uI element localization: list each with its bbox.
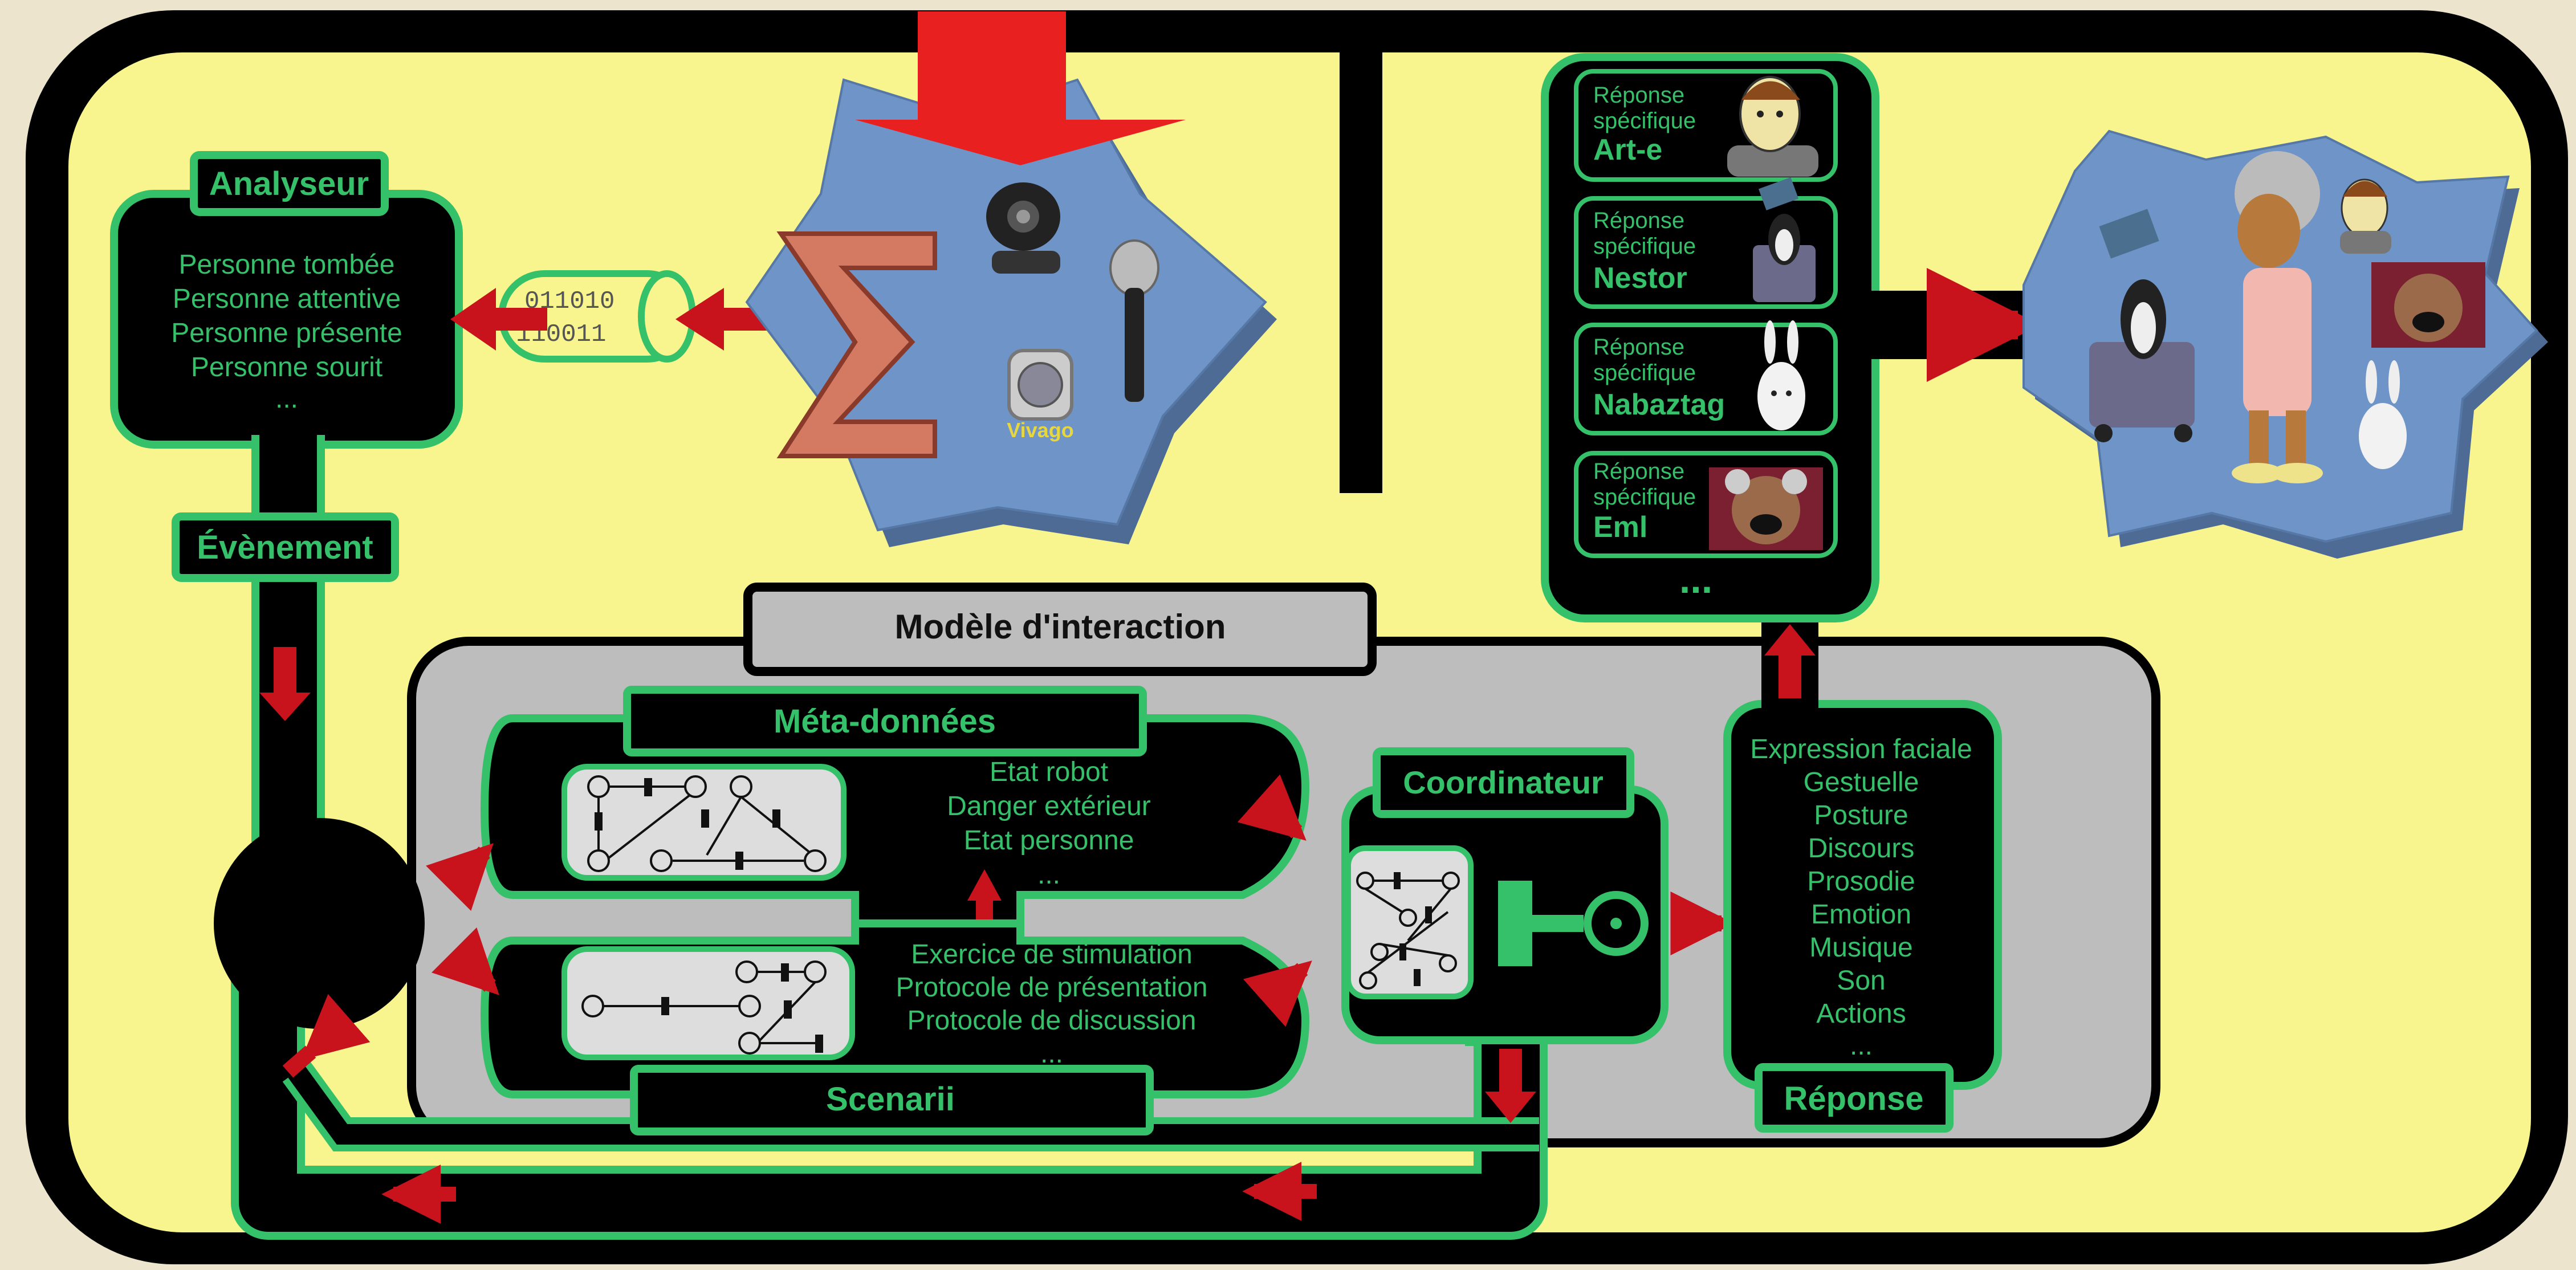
meta-item: Etat personne bbox=[964, 825, 1134, 856]
arrow-into-binary bbox=[675, 288, 775, 351]
face-avatar-icon bbox=[1727, 76, 1818, 177]
model-title: Modèle d'interaction bbox=[895, 608, 1226, 646]
arrow-reponse-up bbox=[1764, 624, 1816, 698]
scenarii-list: Exercice de stimulation Protocole de pré… bbox=[896, 939, 1207, 1069]
card-name: Art-e bbox=[1593, 133, 1662, 166]
card-name: Eml bbox=[1593, 511, 1647, 544]
card-prefix: spécifique bbox=[1593, 485, 1696, 510]
scenarii-item: Exercice de stimulation bbox=[911, 939, 1193, 970]
reponse-item: Discours bbox=[1808, 833, 1915, 864]
rabbit-icon bbox=[1757, 320, 1805, 430]
analyseur-item: ... bbox=[275, 384, 298, 414]
analyseur-title-box bbox=[190, 151, 389, 216]
meta-item: ... bbox=[1037, 860, 1060, 890]
scenarii-item: Protocole de discussion bbox=[907, 1006, 1197, 1036]
scenarii-title: Scenarii bbox=[826, 1081, 955, 1118]
reponse-item: Emotion bbox=[1811, 899, 1911, 930]
webcam-icon bbox=[986, 182, 1060, 274]
elderly-woman-icon bbox=[2232, 151, 2323, 483]
reponse-title: Réponse bbox=[1784, 1080, 1924, 1117]
scenarii-item: Protocole de présentation bbox=[896, 972, 1207, 1003]
nestor-robot-icon bbox=[2089, 209, 2195, 442]
model-title-box bbox=[743, 583, 1377, 676]
arrow-into-analyseur bbox=[450, 288, 547, 351]
meta-title: Méta-données bbox=[774, 703, 996, 740]
reponse-item: Actions bbox=[1816, 999, 1906, 1029]
analyseur-item: Personne présente bbox=[171, 318, 402, 348]
card-prefix: Réponse bbox=[1593, 335, 1684, 360]
petri-net-meta-icon bbox=[561, 764, 847, 881]
event-hub bbox=[214, 818, 425, 1029]
card-name: Nestor bbox=[1593, 262, 1687, 295]
scenarii-item: ... bbox=[1040, 1039, 1063, 1069]
rabbit-small-icon bbox=[2359, 360, 2407, 469]
specific-card-eml: Réponse spécifique Eml bbox=[1574, 451, 1838, 558]
specific-card-nestor: Réponse spécifique Nestor bbox=[1574, 177, 1838, 309]
evenement-label: Évènement bbox=[197, 529, 373, 566]
arrow-scenarii-to-coordinateur bbox=[1243, 960, 1312, 1027]
specific-card-arte: Réponse spécifique Art-e bbox=[1574, 69, 1838, 182]
coordinateur-transition-icon bbox=[1498, 881, 1649, 966]
reponse-item: Gestuelle bbox=[1804, 767, 1919, 797]
specific-card-nabaztag: Réponse spécifique Nabaztag bbox=[1574, 320, 1838, 435]
card-prefix: Réponse bbox=[1593, 208, 1684, 233]
card-prefix: spécifique bbox=[1593, 108, 1696, 133]
reponse-item: Expression faciale bbox=[1750, 734, 1972, 764]
analyseur-list: Personne tombée Personne attentive Perso… bbox=[171, 250, 402, 414]
analyseur-item: Personne sourit bbox=[191, 352, 382, 382]
big-input-arrow bbox=[855, 11, 1186, 165]
robot-penguin-icon bbox=[1753, 177, 1816, 302]
meta-item: Etat robot bbox=[990, 757, 1108, 787]
card-name: Nabaztag bbox=[1593, 388, 1725, 421]
vivago-watch-icon bbox=[1007, 349, 1073, 421]
reponse-title-box bbox=[1755, 1063, 1954, 1133]
reponse-list: Expression faciale Gestuelle Posture Dis… bbox=[1750, 734, 1972, 1061]
analyseur-item: Personne tombée bbox=[179, 250, 395, 280]
specific-more: ... bbox=[1679, 557, 1712, 601]
arrow-down-evenement bbox=[259, 647, 311, 721]
card-prefix: Réponse bbox=[1593, 83, 1684, 108]
petri-net-coordinateur-icon bbox=[1345, 845, 1474, 999]
analyseur-title: Analyseur bbox=[209, 165, 369, 202]
petri-net-scenarii-icon bbox=[561, 946, 855, 1060]
arrow-meta-to-coordinateur bbox=[1237, 774, 1307, 841]
vivago-label: Vivago bbox=[1007, 418, 1073, 442]
meta-list: Etat robot Danger extérieur Etat personn… bbox=[947, 757, 1151, 890]
microphone-icon bbox=[1109, 239, 1159, 402]
teddy-small-icon bbox=[2371, 262, 2485, 348]
scenarii-title-box bbox=[630, 1065, 1154, 1135]
reponse-item: Musique bbox=[1809, 933, 1912, 963]
evenement-box bbox=[172, 512, 399, 582]
arrow-hub-to-meta bbox=[426, 843, 494, 911]
card-prefix: Réponse bbox=[1593, 459, 1684, 484]
arrow-coordinateur-down bbox=[1485, 1049, 1536, 1123]
reponse-item: Prosodie bbox=[1807, 866, 1915, 897]
teddy-bear-icon bbox=[1709, 467, 1823, 550]
arrow-loop-to-hub bbox=[282, 994, 371, 1078]
analyseur-item: Personne attentive bbox=[173, 284, 401, 314]
reponse-item: Posture bbox=[1814, 800, 1908, 831]
arrow-hub-to-scenarii bbox=[432, 927, 499, 995]
reponse-item: Son bbox=[1837, 966, 1885, 996]
coordinateur-title: Coordinateur bbox=[1403, 764, 1604, 800]
coordinateur-title-box bbox=[1373, 747, 1634, 818]
meta-item: Danger extérieur bbox=[947, 791, 1151, 821]
card-prefix: spécifique bbox=[1593, 360, 1696, 385]
avatar-small-icon bbox=[2340, 178, 2391, 254]
divider-bar bbox=[1340, 34, 1382, 493]
meta-title-box bbox=[623, 686, 1147, 756]
sigma-icon bbox=[776, 231, 937, 458]
reponse-item: ... bbox=[1850, 1031, 1873, 1061]
card-prefix: spécifique bbox=[1593, 234, 1696, 259]
